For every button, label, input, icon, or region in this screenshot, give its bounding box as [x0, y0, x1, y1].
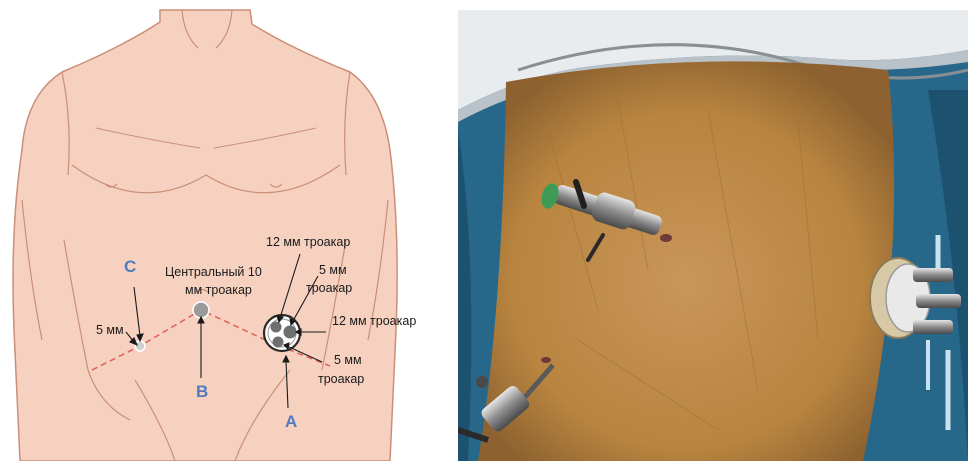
label-bottom-5mm-line2: троакар [318, 372, 364, 386]
port-central-10mm [193, 302, 209, 318]
incision-lower-left [541, 357, 551, 363]
label-right-12mm-trocar: 12 мм троакар [332, 314, 416, 328]
diagram-canvas: 12 мм троакар Центральный 10 мм троакар … [0, 0, 450, 461]
label-right-5mm-line1: 5 мм [319, 263, 347, 277]
label-central-line1: Центральный 10 [165, 265, 262, 279]
letter-b: B [196, 382, 208, 401]
photo-canvas [458, 10, 968, 461]
label-left-5mm: 5 мм [96, 323, 124, 337]
label-central-line2: мм троакар [185, 283, 252, 297]
abdomen-skin [478, 61, 894, 461]
trocar-placement-diagram: 12 мм троакар Центральный 10 мм троакар … [0, 0, 450, 461]
label-right-5mm-line2: троакар [306, 281, 352, 295]
incision-umbilical [660, 234, 672, 242]
label-bottom-5mm-line1: 5 мм [334, 353, 362, 367]
letter-c: C [124, 257, 136, 276]
operative-photo [458, 10, 968, 461]
letter-a: A [285, 412, 297, 431]
label-top-12mm-trocar: 12 мм троакар [266, 235, 350, 249]
